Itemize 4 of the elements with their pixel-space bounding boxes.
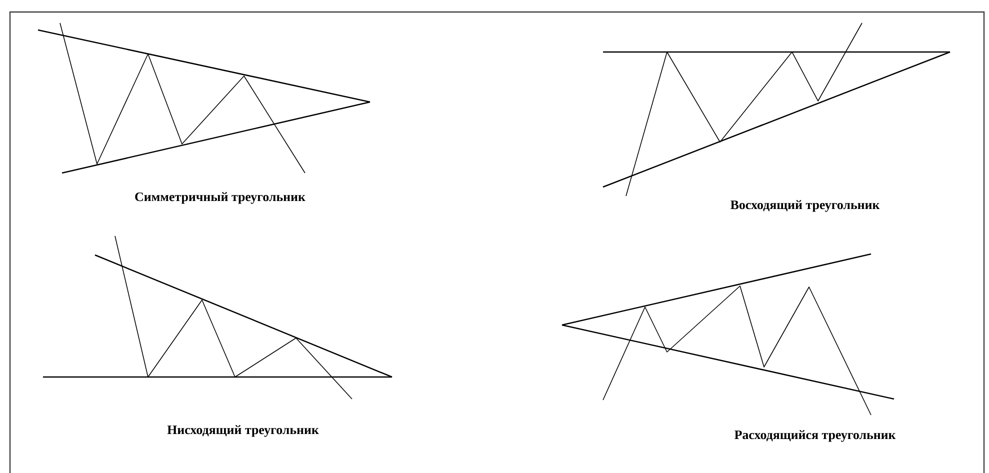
caption: Симметричный треугольник <box>135 192 306 204</box>
caption: Нисходящий треугольник <box>167 425 319 437</box>
caption: Восходящий треугольник <box>730 200 880 212</box>
caption: Расходящийся треугольник <box>734 430 896 442</box>
